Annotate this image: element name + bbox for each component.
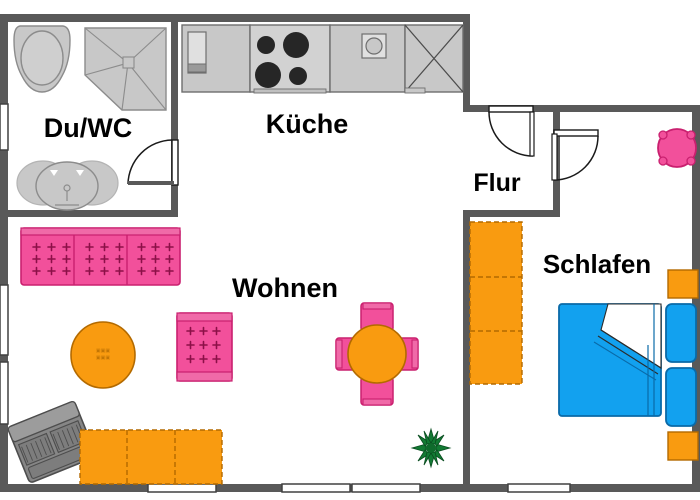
wall-hall-top	[463, 105, 700, 112]
window-left-2	[0, 284, 9, 356]
dining-table	[347, 324, 407, 384]
armchair-pink	[176, 312, 233, 382]
burner-3	[255, 62, 281, 88]
room-labels: Du/WC Küche Flur Wohnen Schlafen	[44, 109, 651, 303]
doors	[127, 105, 599, 186]
window-bottom-2	[281, 483, 351, 493]
sideboard-orange	[79, 429, 223, 485]
window-left-3	[0, 361, 9, 425]
stool-pink	[657, 128, 697, 168]
wall-left	[0, 14, 8, 492]
wall-top-left	[0, 14, 470, 22]
nightstand-bottom	[665, 367, 697, 427]
dining-set	[335, 302, 419, 406]
windows	[0, 103, 571, 493]
svg-text:▣▣▣: ▣▣▣	[96, 348, 110, 354]
wall-bedroom-top	[463, 210, 560, 217]
wardrobe-orange	[469, 221, 523, 385]
window-left-1	[0, 103, 9, 151]
plant-icon	[410, 427, 452, 469]
room-label-bath: Du/WC	[44, 113, 132, 143]
wall-kitchen-right	[463, 14, 470, 109]
living-furniture: ▣▣▣ ▣▣▣	[7, 227, 452, 485]
bedroom-furniture	[469, 128, 699, 461]
kitchen-units	[181, 24, 464, 94]
recliner-gray	[7, 400, 97, 483]
hall-door-1	[488, 105, 535, 157]
bathroom-fixtures	[13, 25, 167, 211]
bath-door	[127, 139, 179, 186]
window-bottom-4	[507, 483, 571, 493]
svg-text:▣▣▣: ▣▣▣	[96, 355, 110, 361]
kitchen-worktop	[329, 24, 406, 93]
room-label-hall: Flur	[473, 169, 520, 197]
kitchen-cabinet	[404, 24, 464, 94]
burner-1	[257, 36, 275, 54]
bed-double	[558, 303, 662, 417]
burner-4	[289, 67, 307, 85]
kitchen-cooktop	[249, 24, 331, 94]
window-bottom-3	[351, 483, 421, 493]
room-label-bedroom: Schlafen	[543, 249, 651, 279]
burner-2	[283, 32, 309, 58]
kitchen-sink-unit	[181, 24, 251, 93]
wall-bath-bottom	[0, 210, 178, 217]
toilet-icon	[13, 25, 71, 93]
cabinet-bottom	[667, 431, 699, 461]
room-label-kitchen: Küche	[266, 109, 349, 139]
room-label-living: Wohnen	[232, 273, 338, 303]
window-bottom-1	[147, 483, 217, 493]
washbasin-icon	[16, 160, 119, 211]
cabinet-top	[667, 269, 699, 299]
hall-door-2	[551, 129, 599, 181]
nightstand-top	[665, 303, 697, 363]
sofa	[20, 227, 181, 286]
round-table-orange: ▣▣▣ ▣▣▣	[70, 321, 136, 389]
wall-bath-right	[171, 14, 178, 217]
shower-icon	[84, 27, 167, 111]
wall-living-right	[463, 210, 470, 488]
